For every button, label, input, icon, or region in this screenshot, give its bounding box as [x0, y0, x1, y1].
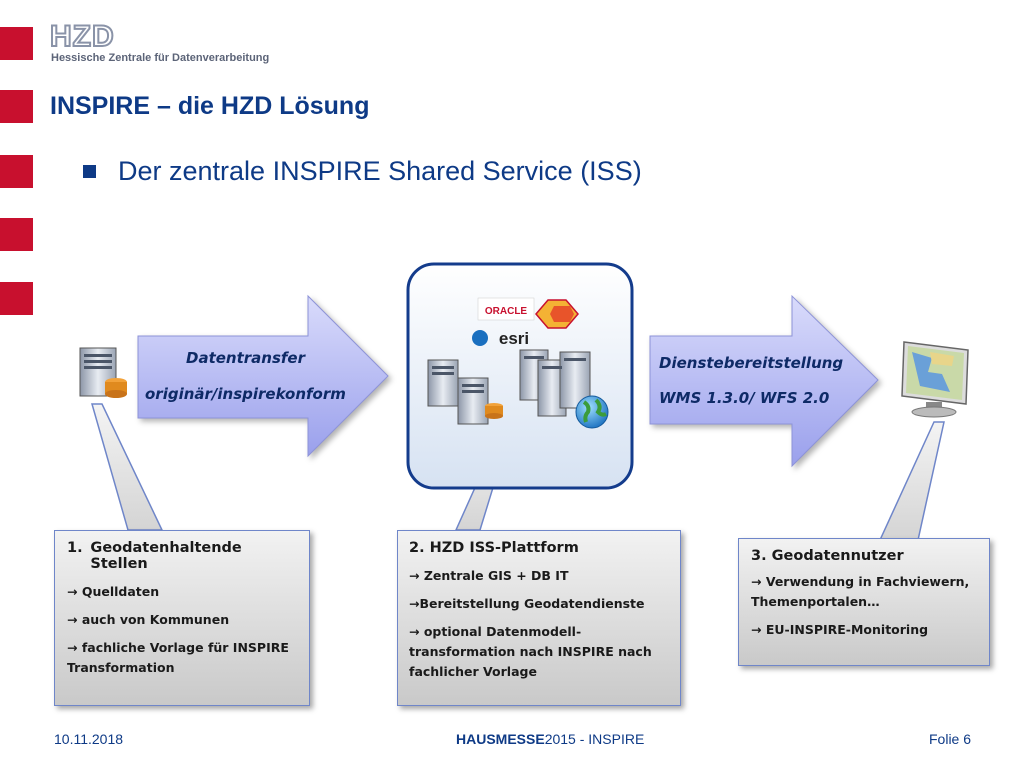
- arrow-right-icon: →: [751, 622, 766, 637]
- decor-red-square: [0, 155, 33, 188]
- list-item: → EU-INSPIRE-Monitoring: [751, 622, 929, 637]
- bullet-text: Der zentrale INSPIRE Shared Service (ISS…: [118, 156, 642, 186]
- arrow-right-icon: →: [67, 612, 82, 627]
- callout-pointer-3: [878, 421, 945, 541]
- footer-event-bold: HAUSMESSE: [456, 731, 545, 747]
- arrow-right-icon: →: [409, 624, 424, 639]
- list-item: → optional Datenmodell-transformation na…: [409, 624, 652, 679]
- arrow-right-icon: →: [67, 584, 82, 599]
- footer-date: 10.11.2018: [54, 731, 124, 747]
- callout-box-sources: 1. Geodatenhaltende Stellen → Quelldaten…: [54, 530, 310, 706]
- oracle-logo: [477, 297, 535, 321]
- box-header-number: 1.: [67, 540, 83, 556]
- database-server-icon: [79, 347, 127, 398]
- right-arrow-label-1: Dienstebereitstellung: [659, 354, 844, 372]
- left-arrow-label-2: originär/inspirekonform: [145, 385, 346, 403]
- page-title: INSPIRE – die HZD Lösung: [50, 92, 370, 120]
- decor-red-square: [0, 218, 33, 251]
- fme-logo-icon: [535, 299, 579, 329]
- box-header: 1. Geodatenhaltende Stellen: [67, 540, 299, 572]
- decor-red-square: [0, 90, 33, 123]
- box-header: 2. HZD ISS-Plattform: [409, 540, 579, 556]
- arrow-right-icon: →: [409, 596, 420, 611]
- esri-globe-icon: [472, 330, 488, 346]
- callout-pointer-1: [91, 403, 164, 531]
- list-item: → fachliche Vorlage für INSPIRE Transfor…: [67, 640, 289, 675]
- right-arrow-label-2: WMS 1.3.0/ WFS 2.0: [659, 389, 830, 407]
- callout-box-users: 3. Geodatennutzer → Verwendung in Fachvi…: [738, 538, 990, 666]
- footer-event: HAUSMESSE2015 - INSPIRE: [456, 731, 644, 747]
- box-header-text: Geodatenhaltende Stellen: [90, 540, 242, 572]
- decor-red-square: [0, 282, 33, 315]
- oracle-logo-text: ORACLE: [485, 306, 528, 317]
- esri-logo-text: esri: [499, 329, 529, 348]
- bullet-square-icon: [83, 165, 96, 178]
- box-header: 3. Geodatennutzer: [751, 548, 904, 564]
- left-arrow: [137, 294, 389, 458]
- footer-slide-number: Folie 6: [929, 731, 972, 747]
- list-item: → Zentrale GIS + DB IT: [409, 568, 569, 583]
- left-arrow-label-1: Datentransfer: [186, 349, 305, 367]
- list-item: →Bereitstellung Geodatendienste: [409, 596, 645, 611]
- arrow-right-icon: →: [409, 568, 424, 583]
- globe-icon: [575, 395, 609, 429]
- decor-red-square: [0, 27, 33, 60]
- map-monitor-icon: [901, 341, 969, 418]
- list-item: → Verwendung in Fachviewern, Themenporta…: [751, 574, 970, 609]
- org-name: Hessische Zentrale für Datenverarbeitung: [51, 52, 270, 64]
- arrow-right-icon: →: [751, 574, 766, 589]
- list-item: → Quelldaten: [67, 584, 160, 599]
- arrow-right-icon: →: [67, 640, 82, 655]
- footer-event-rest: 2015 - INSPIRE: [544, 731, 645, 747]
- callout-box-platform: 2. HZD ISS-Plattform → Zentrale GIS + DB…: [397, 530, 681, 706]
- hzd-logo: HZD: [49, 20, 115, 53]
- right-arrow: [649, 294, 879, 468]
- list-item: → auch von Kommunen: [67, 612, 230, 627]
